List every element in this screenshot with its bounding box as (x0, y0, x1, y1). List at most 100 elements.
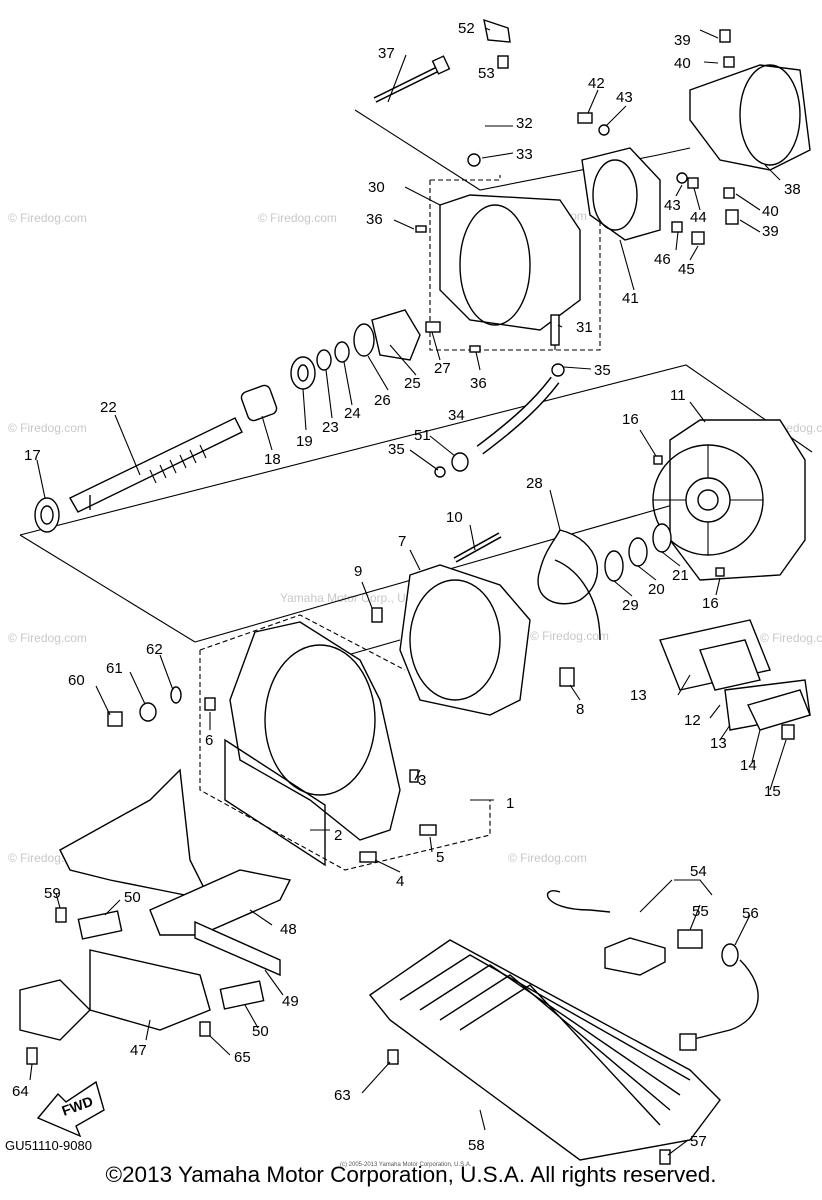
part-number-label: 11 (670, 387, 686, 404)
part-number-label: 51 (414, 427, 431, 444)
part-number-labels: 1 2 3 4 5 6 7 8 9 10 11 12 13 13 14 15 1… (12, 20, 801, 1154)
bolt-42 (577, 112, 593, 124)
stud-9 (371, 607, 383, 623)
part-number-label: 62 (146, 641, 163, 658)
bolt-37-head (431, 55, 451, 75)
bolt-39 (725, 209, 739, 225)
part-number-label: 61 (106, 660, 123, 677)
ring-29-icon (604, 550, 624, 582)
bearing-19-icon (290, 356, 316, 390)
o-ring-26-icon (353, 323, 375, 357)
strip-49 (194, 920, 281, 977)
part-number-label: 21 (672, 567, 689, 584)
nut-44 (687, 177, 699, 189)
collar-40 (723, 56, 735, 68)
part-number-label: 37 (378, 45, 395, 62)
washer-61-icon (139, 702, 157, 722)
part-number-label: 39 (674, 32, 691, 49)
sensor-54 (604, 937, 666, 976)
part-number-label: 40 (674, 55, 691, 72)
part-number-label: 31 (576, 319, 593, 336)
bracket-48-upper (59, 768, 212, 901)
part-number-label: 52 (458, 20, 475, 37)
collar-40 (723, 187, 735, 199)
part-number-label: 45 (678, 261, 695, 278)
collar-46 (671, 221, 683, 233)
pump-housing-11 (652, 419, 806, 581)
bracket-47-end (19, 979, 91, 1041)
part-number-label: 22 (100, 399, 117, 416)
top-fasteners (373, 18, 511, 103)
fitting-55 (677, 929, 703, 949)
part-number-label: 59 (44, 885, 61, 902)
watermark-text: © Firedog.com (8, 631, 87, 645)
part-number-label: 16 (622, 411, 639, 428)
part-number-label: 12 (684, 712, 701, 729)
part-number-label: 55 (692, 903, 709, 920)
pipe-31 (550, 314, 560, 346)
part-number-label: 60 (68, 672, 85, 689)
part-number-label: 5 (436, 849, 444, 866)
watermark-text: © Firedog.com (8, 211, 87, 225)
clamp-33-icon (467, 153, 481, 167)
clamp-35-icon (551, 363, 565, 377)
seal-24-icon (334, 341, 350, 363)
part-number-label: 25 (404, 375, 421, 392)
part-number-label: 24 (344, 405, 361, 422)
sleeve-18 (240, 384, 278, 422)
pin-3 (409, 769, 419, 783)
part-number-label: 36 (366, 211, 383, 228)
part-number-label: 39 (762, 223, 779, 240)
screw-57 (659, 1149, 671, 1165)
part-number-label: 30 (368, 179, 385, 196)
fitting-27 (425, 321, 441, 333)
watermark-text: © Firedog.com (530, 629, 609, 643)
bolt-8 (559, 667, 575, 687)
part-number-label: 58 (468, 1137, 485, 1154)
part-number-label: 6 (205, 732, 213, 749)
nut-56-icon (721, 943, 739, 967)
part-number-label: 35 (388, 441, 405, 458)
hoses (434, 7, 576, 478)
group-outlines (19, 109, 813, 871)
nozzle-assembly (577, 29, 811, 245)
intake-duct-7 (371, 564, 575, 716)
part-number-label: 46 (654, 251, 671, 268)
part-number-label: 33 (516, 146, 533, 163)
part-number-label: 8 (576, 701, 584, 718)
watermark-text: © Firedog.com (760, 631, 822, 645)
part-number-label: 26 (374, 392, 391, 409)
bolt-15 (781, 724, 795, 740)
part-number-label: 16 (702, 595, 719, 612)
part-number-label: 56 (742, 905, 759, 922)
part-number-label: 57 (690, 1133, 707, 1150)
part-number-label: 53 (478, 65, 495, 82)
nut-60 (107, 711, 123, 727)
part-number-label: 13 (630, 687, 647, 704)
part-number-label: 64 (12, 1083, 29, 1100)
part-number-label: 40 (762, 203, 779, 220)
part-number-label: 44 (690, 209, 707, 226)
part-number-label: 63 (334, 1087, 351, 1104)
bracket-47 (89, 949, 211, 1031)
screw-63 (387, 1049, 399, 1065)
pad-50 (219, 980, 265, 1010)
part-number-label: 42 (588, 75, 605, 92)
ring-20-icon (628, 537, 648, 567)
pin-36 (415, 225, 427, 233)
stud-6 (204, 697, 216, 711)
seal-23-icon (316, 349, 332, 371)
intake-grate-assembly (368, 890, 759, 1165)
washer-43-icon (598, 124, 610, 136)
bracket-48 (149, 869, 292, 936)
faint-text: Yamaha Motor Corp., U.S.A. (280, 591, 432, 605)
pin-4 (359, 851, 377, 863)
copyright-notice: ©2013 Yamaha Motor Corporation, U.S.A. A… (105, 1162, 717, 1187)
part-number-label: 41 (622, 290, 639, 307)
part-number-label: 54 (690, 863, 707, 880)
part-number-label: 49 (282, 993, 299, 1010)
pin-16 (715, 567, 725, 577)
bolt-45 (691, 231, 705, 245)
